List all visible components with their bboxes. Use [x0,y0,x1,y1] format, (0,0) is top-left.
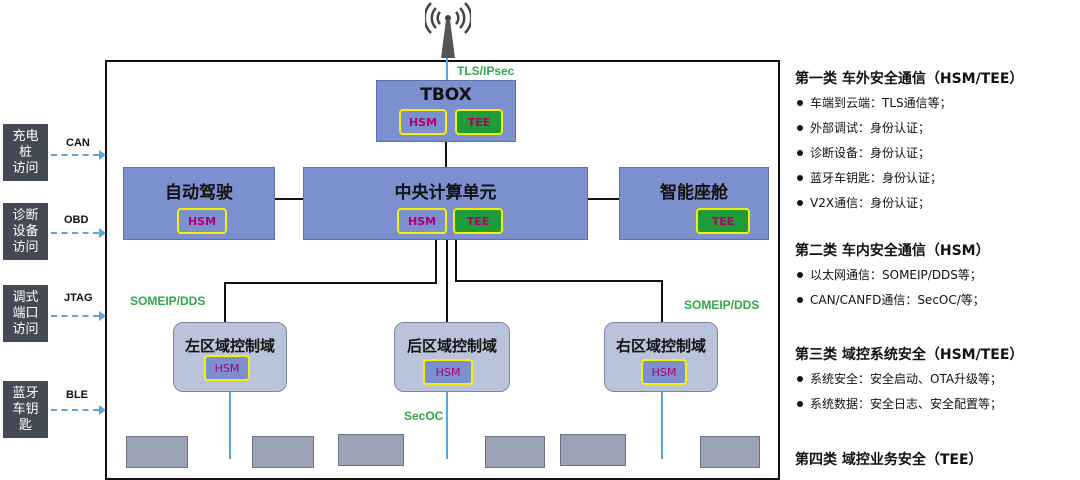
external-bluetooth: 蓝牙 车钥 匙 [3,381,48,438]
cockpit-box: 智能座舱 TEE [619,167,769,240]
legend-heading: 第一类 车外安全通信（HSM/TEE） [795,71,1024,87]
zone-rear-down-line [446,392,448,459]
bus-right-horizontal [455,280,663,282]
central-cockpit-connector [588,198,619,200]
legend-heading: 第四类 域控业务安全（TEE） [795,452,983,468]
tbox-hsm-chip: HSM [399,109,447,135]
external-debug-dash [51,315,99,317]
legend-item: V2X通信：身份认证； [795,194,1023,213]
ecu-box [700,436,760,468]
zone-right-title: 右区域控制域 [615,337,706,355]
ecu-box [252,436,314,468]
bus-left-vertical [435,240,437,284]
external-charger-dash [51,154,99,156]
legend-item: 诊断设备：身份认证； [795,144,1023,163]
external-charger-link: CAN [66,137,90,149]
zone-right-down-line [661,392,663,459]
legend-item: 外部调试：身份认证； [795,119,1023,138]
legend-item: 蓝牙车钥匙：身份认证； [795,169,1023,188]
antenna-link-label: TLS/IPsec [457,64,515,78]
legend-item: 以太网通信：SOMEIP/DDS等； [795,266,990,285]
external-diagnostic-link: OBD [64,214,89,226]
ecu-box [338,434,404,466]
bus-center-drop [446,240,448,322]
legend-category-2: 第二类 车内安全通信（HSM） 以太网通信：SOMEIP/DDS等； CAN/C… [795,240,990,310]
zone-right-box: 右区域控制域 HSM [604,322,718,392]
external-diagnostic-arrow [99,228,106,238]
external-charger: 充电 桩 访问 [3,124,48,181]
tbox-title: TBOX [420,85,472,105]
bus-left-label: SOMEIP/DDS [130,294,206,308]
bus-right-drop [661,280,663,322]
auto-drive-box: 自动驾驶 HSM [123,167,275,240]
tbox-box: TBOX HSM TEE [376,80,516,142]
external-diagnostic-dash [51,232,99,234]
auto-drive-title: 自动驾驶 [165,183,233,203]
antenna-link-line [446,58,448,80]
external-debug-link: JTAG [64,292,93,304]
tbox-tee-chip: TEE [455,109,503,135]
legend-heading: 第二类 车内安全通信（HSM） [795,243,990,259]
external-charger-arrow [99,150,106,160]
zone-left-box: 左区域控制域 HSM [173,322,287,392]
secoc-label: SecOC [404,409,444,423]
zone-rear-box: 后区域控制域 HSM [394,322,510,392]
external-diagnostic: 诊断 设备 访问 [3,203,48,260]
ecu-box [485,436,545,468]
legend-item: CAN/CANFD通信：SecOC/等； [795,291,990,310]
legend-item: 系统数据：安全日志、安全配置等； [795,395,1023,414]
zone-left-title: 左区域控制域 [184,337,275,355]
zone-right-hsm-chip: HSM [641,359,687,385]
zone-rear-title: 后区域控制域 [406,337,497,355]
central-hsm-chip: HSM [397,208,447,234]
external-debug: 调式 端口 访问 [3,285,48,342]
external-bluetooth-link: BLE [66,389,88,401]
tbox-central-connector [445,142,447,167]
legend-category-3: 第三类 域控系统安全（HSM/TEE） 系统安全：安全启动、OTA升级等； 系统… [795,344,1023,414]
legend-category-1: 第一类 车外安全通信（HSM/TEE） 车端到云端：TLS通信等； 外部调试：身… [795,68,1023,213]
auto-central-connector [275,198,303,200]
zone-rear-hsm-chip: HSM [423,359,473,385]
external-bluetooth-dash [51,409,99,411]
zone-left-down-line [229,392,231,459]
bus-right-vertical [455,240,457,282]
auto-drive-hsm-chip: HSM [177,208,227,234]
central-compute-box: 中央计算单元 HSM TEE [303,167,588,240]
central-tee-chip: TEE [453,208,503,234]
bus-left-horizontal [224,282,437,284]
external-debug-arrow [99,311,106,321]
bus-left-drop [224,282,226,322]
ecu-box [126,436,188,468]
cockpit-title: 智能座舱 [660,183,728,203]
cockpit-tee-chip: TEE [696,208,750,234]
legend-heading: 第三类 域控系统安全（HSM/TEE） [795,347,1024,363]
central-compute-title: 中央计算单元 [394,183,497,203]
zone-left-hsm-chip: HSM [204,355,250,381]
ecu-box [560,434,626,466]
external-bluetooth-arrow [99,405,106,415]
antenna-icon [423,0,473,60]
legend-category-4: 第四类 域控业务安全（TEE） [795,449,983,469]
bus-right-label: SOMEIP/DDS [684,298,760,312]
legend-item: 车端到云端：TLS通信等； [795,94,1023,113]
legend-item: 系统安全：安全启动、OTA升级等； [795,370,1023,389]
